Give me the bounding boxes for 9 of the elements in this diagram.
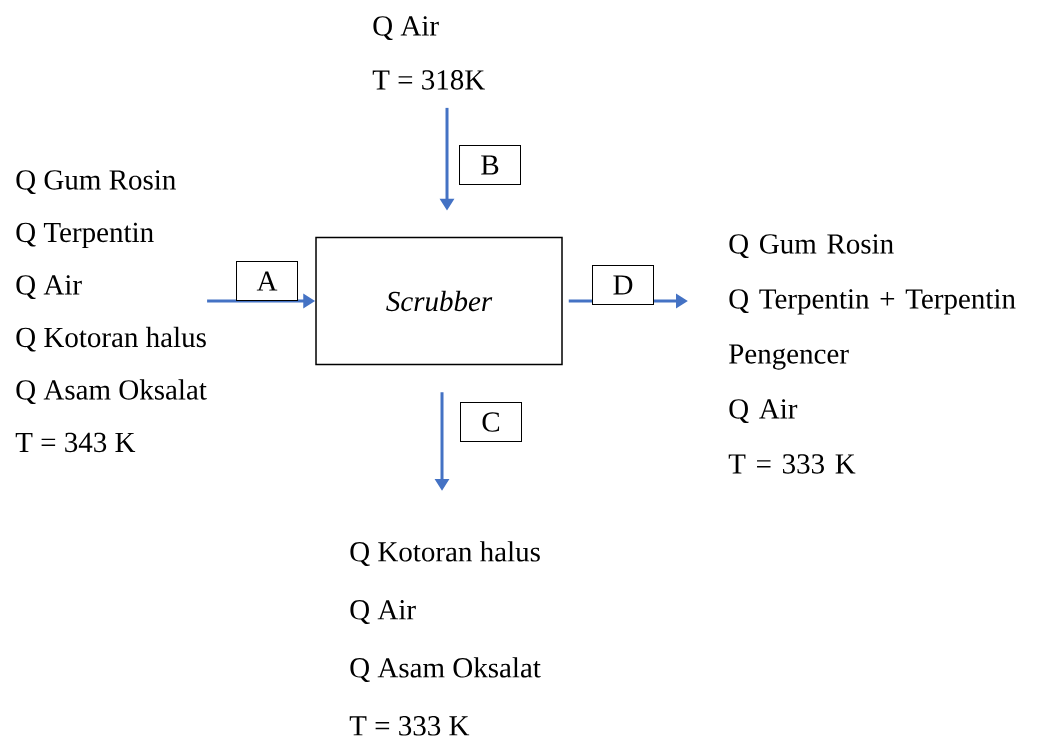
edge-label: C [460,402,522,442]
edge-label: B [459,145,521,185]
stream-text: Q Gum Rosin Q Terpentin + Terpentin Pengencer Q Air T = 333 K [728,234,1016,474]
edge-label: A [236,261,298,301]
process-box: Scrubber [315,236,563,366]
stream-text: Q Kotoran halus Q Air Q Asam Oksalat T = 333 K [349,541,541,736]
stream-text: Q Gum Rosin Q Terpentin Q Air Q Kotoran halus Q Asam Oksalat T = 343 K [15,170,207,453]
edge-label: D [592,265,654,305]
stream-text: Q Air T = 318K [372,16,485,90]
